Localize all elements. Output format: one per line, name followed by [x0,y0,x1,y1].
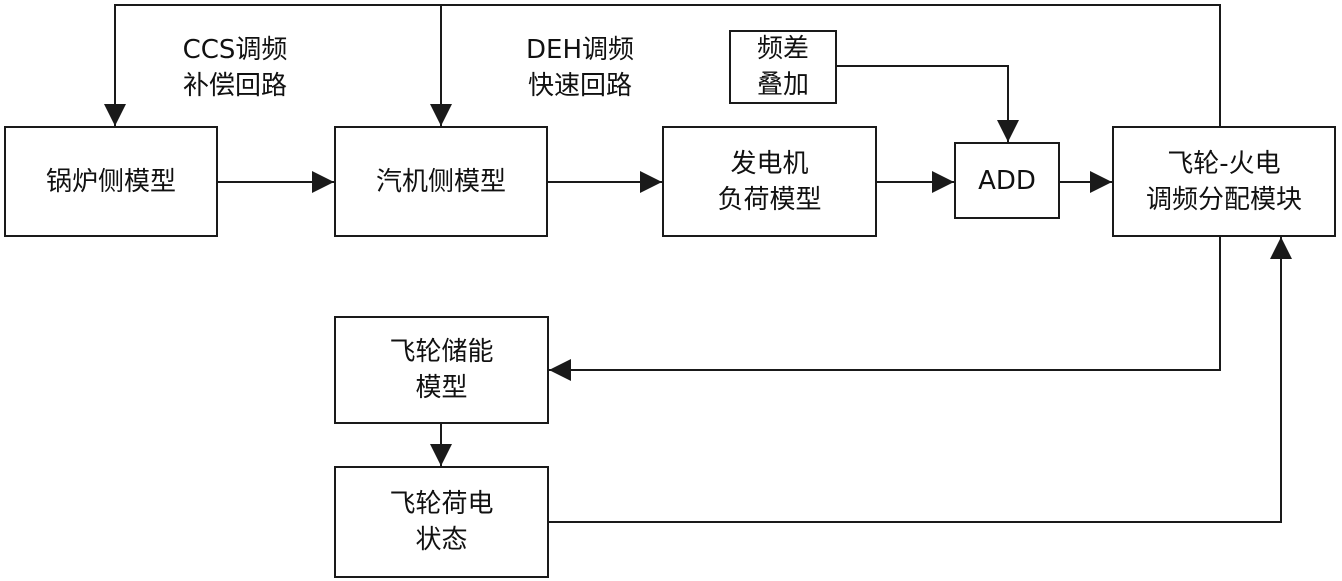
text-line: 飞轮-火电 [1167,148,1281,179]
text-line: 汽机侧模型 [375,166,506,197]
text-line: 叠加 [756,70,809,100]
arrow-freq-offset-to-add [837,65,1019,142]
frequency-offset-block: 频差叠加 [729,30,837,104]
add-block: ADD [954,142,1060,219]
arrow-ccs-feedback [104,4,1221,126]
flywheel-thermal-allocation-block: 飞轮-火电调频分配模块 [1112,126,1336,237]
text-line: 调频分配模块 [1145,184,1302,215]
text-line: 快速回路 [527,71,632,101]
text-line: DEH调频 [526,35,634,65]
text-line: 发电机 [730,148,809,179]
boiler-model-block: 锅炉侧模型 [4,126,218,237]
text-line: 模型 [415,373,468,403]
flywheel-storage-model-block: 飞轮储能模型 [334,316,549,424]
generator-load-model-block: 发电机负荷模型 [662,126,877,237]
text-line: 状态 [415,525,468,555]
deh-loop-label: DEH调频快速回路 [505,32,655,104]
ccs-loop-label: CCS调频补偿回路 [160,32,310,104]
text-line: ADD [978,165,1036,196]
arrow-allocation-to-flywheel [549,237,1221,381]
turbine-model-block: 汽机侧模型 [334,126,548,237]
text-line: 频差 [756,34,809,64]
arrow-soc-to-allocation [549,237,1292,523]
text-line: 飞轮储能 [389,337,494,367]
text-line: CCS调频 [182,35,288,65]
text-line: 补偿回路 [182,71,287,101]
text-line: 负荷模型 [717,184,822,215]
text-line: 飞轮荷电 [389,489,494,519]
text-line: 锅炉侧模型 [45,166,176,197]
flywheel-soc-block: 飞轮荷电状态 [334,466,549,578]
